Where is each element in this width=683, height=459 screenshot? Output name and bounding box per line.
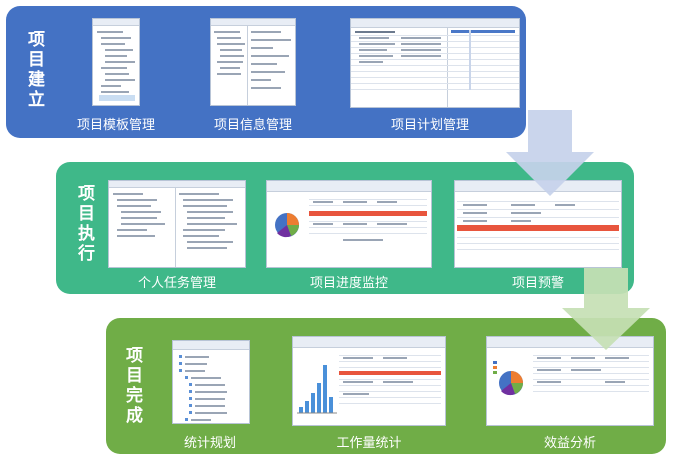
caption-stat-planning: 统计规划 (183, 436, 236, 451)
personal-task-screenshot (108, 180, 246, 268)
stage-complete-title: 项目完成 (122, 346, 142, 426)
template-mgmt-screenshot (92, 18, 140, 106)
caption-info-mgmt: 项目信息管理 (213, 118, 292, 133)
plan-mgmt-screenshot (350, 18, 520, 108)
arrow-execute-to-complete (562, 268, 650, 350)
pie-chart-icon (493, 361, 523, 396)
caption-warning: 项目预警 (511, 276, 564, 291)
caption-benefit-analysis: 效益分析 (543, 436, 596, 451)
stage-execute-title: 项目执行 (74, 184, 94, 264)
caption-plan-mgmt: 项目计划管理 (390, 118, 469, 133)
info-mgmt-screenshot (210, 18, 296, 106)
pie-chart-icon (275, 213, 299, 238)
progress-monitor-screenshot (266, 180, 432, 268)
arrow-setup-to-execute (506, 110, 594, 196)
stat-planning-screenshot (172, 340, 250, 424)
bar-chart-icon (297, 365, 337, 414)
caption-personal-task: 个人任务管理 (137, 276, 216, 291)
benefit-analysis-screenshot (486, 336, 654, 426)
warning-screenshot (454, 180, 622, 268)
workload-stats-screenshot (292, 336, 446, 426)
stage-setup-title: 项目建立 (24, 30, 44, 110)
caption-workload-stats: 工作量统计 (336, 436, 402, 451)
caption-template-mgmt: 项目模板管理 (76, 118, 155, 133)
caption-progress-monitor: 项目进度监控 (309, 276, 388, 291)
